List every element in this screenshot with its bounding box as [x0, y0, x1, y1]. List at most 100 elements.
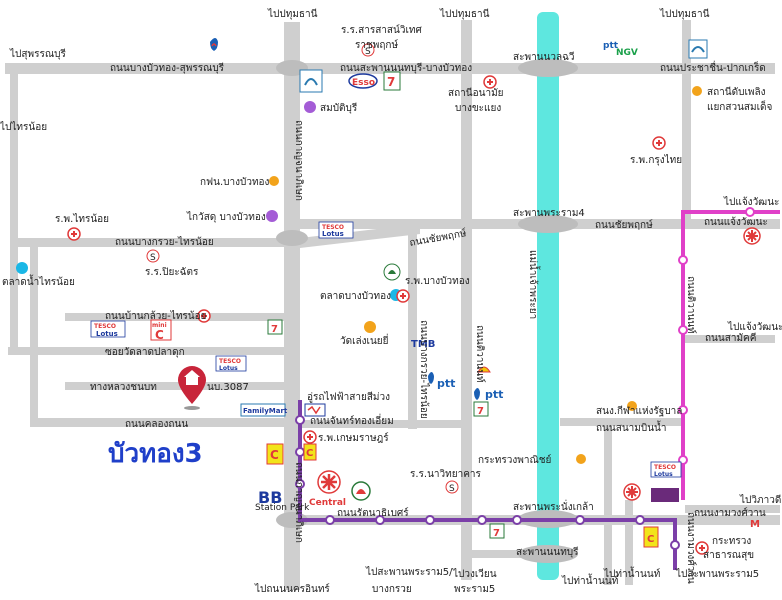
school-icon: S	[445, 480, 459, 494]
road-bangkruai-sainoi-h	[10, 238, 285, 247]
interchange-kanchana-mid	[276, 230, 308, 246]
pink-line-route	[681, 210, 780, 500]
road-bangbuathong-suphan	[5, 63, 775, 74]
label-wat-bangbuathong: ไกวัสดุ บางบัวทอง	[186, 211, 266, 223]
road-kanchanaphisek	[284, 22, 300, 590]
label-soi-wat-pladuk: ซอยวัดลาดปลาดุก	[105, 347, 185, 358]
hospital-icon	[652, 136, 666, 150]
hospital-icon	[695, 541, 709, 555]
label-to-rama5-2: บางกรวย	[372, 584, 412, 595]
label-ministry-health-2: สาธารณสุข	[703, 550, 754, 561]
label-road-prachachuen: ถนนประชาชื่น-ปากเกร็ด	[660, 60, 766, 74]
ptt-logo-icon	[210, 38, 218, 51]
svg-text:C: C	[306, 448, 313, 459]
label-health-bangkhaeng-2: บางขะแยง	[455, 103, 501, 114]
poi-market-sainoi-dot	[16, 262, 28, 274]
bridge-nonthaburi-marker	[518, 545, 578, 563]
svg-text:ptt: ptt	[437, 377, 455, 390]
svg-text:TESCO: TESCO	[654, 464, 676, 471]
school-icon: S	[146, 249, 160, 263]
road-samakkhi	[685, 335, 775, 343]
label-to-chaengwattana: ไปแจ้งวัฒนะ	[723, 196, 779, 208]
label-stadium: สนง.กีฬาแห่งรัฐบาล	[596, 405, 682, 417]
poi-kfn-dot	[269, 176, 279, 186]
svg-text:TESCO: TESCO	[219, 358, 241, 365]
road-bangkruai-sainoi-v	[408, 229, 417, 429]
label-purple-line: อู่รถไฟฟ้าสายสีม่วง	[307, 391, 390, 403]
svg-text:Lotus: Lotus	[96, 330, 118, 338]
seven-eleven-logo-icon: 7	[267, 319, 283, 335]
lotus-express-logo-icon	[299, 69, 323, 93]
label-bridge-walailak: สะพานนวลฉวี	[513, 51, 575, 63]
poi-commerce-dot	[576, 454, 586, 464]
label-sarasat-2: ราชพฤกษ์	[355, 39, 398, 51]
label-highway-9-1: ทางหลวงชนบท	[90, 382, 157, 393]
svg-text:C: C	[270, 448, 279, 462]
leaf-logo-icon	[351, 481, 371, 501]
label-sarasat-1: ร.ร.สารสาสน์วิเทศ	[341, 24, 422, 36]
label-kfn: กฟน.บางบัวทอง	[200, 177, 270, 188]
bigc-logo-icon: C	[643, 526, 659, 548]
road-chaiyaphruek-diag	[300, 224, 420, 248]
label-ministry-health-1: กระทรวง	[712, 536, 751, 547]
label-hosp-kasemrad: ร.พ.เกษมราษฎร์	[318, 432, 389, 444]
seven-eleven-logo-icon: 7	[383, 71, 401, 91]
central-logo-icon: Central	[309, 470, 346, 508]
road-highway-3087	[65, 382, 285, 390]
familymart-logo-icon: FamilyMart	[240, 403, 288, 417]
road-network	[5, 20, 780, 590]
road-soi-wat-pladuk	[8, 347, 285, 355]
mrt-logo-icon	[304, 403, 326, 417]
label-river: แม่น้ำเจ้าพระยา	[527, 250, 541, 319]
bigc-logo-icon: C	[303, 443, 317, 461]
label-road-chaiyaphruek-2: ถนนชัยพฤกษ์	[595, 219, 653, 231]
label-road-bangbuathong-suphan: ถนนบางบัวทอง-สุพรรณบุรี	[110, 62, 225, 74]
seven-eleven-logo-icon: 7	[473, 401, 489, 417]
bridge-walailak-marker	[518, 59, 578, 77]
label-hosp-bangbuathong: ร.พ.บางบัวทอง	[405, 276, 470, 287]
label-to-rama5-circle-1: ไปวงเวียน	[452, 568, 497, 580]
hospital-icon	[67, 227, 81, 241]
label-road-bangkruai-sainoi-v: ถนนบางกรวย-ไทรน้อย	[418, 320, 430, 419]
road-chanthongaiam	[300, 420, 470, 428]
seven-eleven-logo-icon: 7	[489, 523, 505, 539]
label-health-bangkhaeng-1: สถานีอนามัย	[448, 87, 504, 99]
svg-text:Lotus: Lotus	[322, 230, 344, 238]
road-khlongthanon	[30, 418, 285, 427]
label-market-sainoi: ตลาดน้ำไทรน้อย	[2, 274, 75, 288]
label-road-sanambinnam: ถนนสนามบินน้ำ	[596, 420, 667, 434]
label-bb: BB	[258, 488, 282, 507]
label-road-tiwanon: ถนนติวานนท์	[474, 325, 486, 383]
svg-text:Esso: Esso	[352, 78, 375, 88]
label-to-chaengwattana-2: ไปแจ้งวัฒนะ	[727, 321, 782, 333]
label-to-sainoi: ไปไทรน้อย	[0, 121, 47, 133]
road-left-vertical-2	[30, 247, 38, 425]
hospital-icon	[303, 430, 317, 444]
road-tiwanon	[461, 20, 472, 580]
svg-text:Lotus: Lotus	[219, 365, 238, 372]
school-icon: S	[361, 43, 375, 57]
label-road-banklay-sainoi: ถนนบ้านกล้วย-ไทรน้อย	[105, 310, 206, 322]
label-to-rama5-circle-2: พระราม5	[454, 584, 495, 595]
label-wat-lenyai: วัดเล่งเนยยี่	[340, 333, 389, 347]
svg-text:Lotus: Lotus	[654, 471, 673, 478]
label-to-pier-2: ไปท่าน้ำนนท์	[603, 566, 660, 580]
label-to-rama7: ไปสะพานพระราม5	[675, 568, 759, 580]
svg-text:TMB: TMB	[411, 339, 435, 350]
bridge-rama4-marker	[518, 215, 578, 233]
svg-text:S: S	[150, 253, 156, 263]
road-sanambinnam	[560, 418, 685, 426]
label-to-pathum-3: ไปปทุมธานี	[659, 8, 710, 20]
hospital-icon	[197, 309, 211, 323]
river-chaophraya	[537, 12, 559, 580]
svg-text:TESCO: TESCO	[94, 323, 116, 330]
label-road-ngamwongwan: ถนนงามวงศ์วาน	[694, 507, 766, 519]
svg-text:C: C	[647, 534, 654, 545]
label-road-khlongthanon: ถนนคลองถนน	[125, 419, 188, 430]
label-to-pathum-2: ไปปทุมธานี	[439, 8, 490, 20]
label-ministry-commerce: กระทรวงพาณิชย์	[478, 454, 551, 466]
label-hosp-krungthai: ร.พ.กรุงไทย	[630, 154, 682, 166]
